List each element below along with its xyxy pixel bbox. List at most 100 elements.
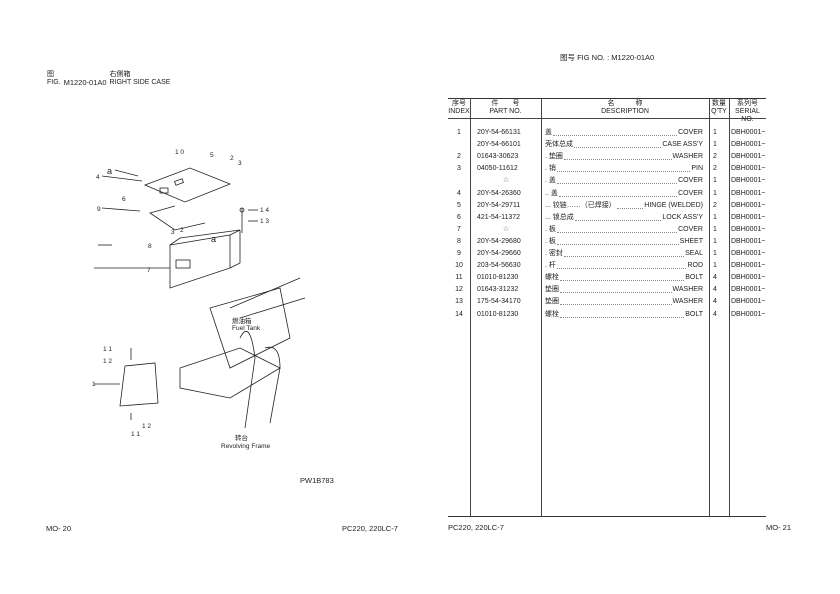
row-part-no: ☆: [502, 177, 510, 185]
row-desc-cn: . 板: [545, 237, 556, 245]
header-serial-cn: 系列号: [737, 100, 758, 107]
callout-1: 1: [92, 381, 96, 388]
row-desc-cn: . 盖: [545, 177, 556, 185]
row-desc-en: PIN: [691, 165, 703, 173]
col-divider: [709, 98, 710, 517]
header-index: 序号 INDEX: [448, 100, 470, 116]
row-index: 2: [457, 153, 461, 161]
fuel-tank-label-cn: 燃油箱: [232, 316, 252, 325]
row-desc-cn: . 密封: [545, 250, 563, 257]
row-desc-en: WASHER: [672, 286, 703, 294]
row-desc-cn: 螺栓: [545, 310, 559, 318]
callout-7: 7: [147, 267, 151, 274]
row-serial: DBH0001~: [731, 177, 766, 185]
revolving-frame: [179, 347, 281, 399]
row-part-no: 20Y-54-29711: [477, 201, 521, 209]
case-part-7: [169, 234, 231, 289]
callout-2: 2: [230, 155, 234, 162]
leader-dots: [553, 127, 678, 136]
row-serial: DBH0001~: [731, 262, 766, 270]
row-desc-en: COVER: [678, 177, 703, 185]
fig-no-label: 图号 FIG NO. :: [560, 53, 610, 62]
row-description: . 销 PIN: [545, 163, 703, 175]
row-index: 10: [455, 262, 463, 270]
row-desc-cn: ... 铰链……（已焊接）: [545, 201, 616, 209]
exploded-parts-diagram: 1 0 5 2 3 a 4 6 9 1 4 1 3 3 2 a 8 7 1 1 …: [92, 149, 306, 450]
leader-dots: [556, 260, 687, 270]
row-desc-cn: 壳体总成: [545, 141, 573, 149]
row-serial: DBH0001~: [731, 129, 766, 136]
row-qty: 1: [713, 237, 717, 245]
row-index: 3: [457, 165, 461, 173]
row-qty: 2: [713, 153, 717, 161]
row-part-no: 20Y-54-29660: [477, 250, 521, 257]
row-qty: 1: [713, 225, 717, 233]
row-desc-cn: .. 盖: [545, 189, 558, 197]
row-index: 5: [457, 201, 461, 209]
table-top-rule: [448, 98, 766, 99]
row-part-no: 20Y-54-66131: [477, 129, 521, 136]
leader-dots: [560, 296, 672, 306]
row-qty: 1: [713, 262, 717, 270]
row-desc-cn: 垫圈: [545, 298, 559, 306]
fig-no-value: M1220-01A0: [611, 53, 655, 62]
row-description: ... 铰链……（已焊接）HINGE (WELDED): [545, 200, 703, 212]
table-bottom-rule: [448, 516, 766, 517]
callout-5: 5: [210, 152, 214, 159]
leader-dots: [556, 163, 691, 173]
row-serial: DBH0001~: [731, 298, 766, 306]
row-qty: 1: [713, 189, 717, 197]
row-desc-cn: 螺栓: [545, 274, 559, 282]
row-serial: DBH0001~: [731, 286, 766, 294]
lock-part-6: [159, 187, 169, 194]
row-index: 12: [455, 286, 463, 294]
row-part-no: 20Y-54-26360: [477, 189, 521, 197]
header-part-cn: 件 号: [491, 100, 520, 107]
header-part-en: PART NO.: [489, 108, 522, 115]
callout-8: 8: [148, 243, 152, 250]
row-serial: DBH0001~: [731, 201, 766, 209]
row-part-no: 421-54-11372: [477, 213, 521, 221]
row-desc-cn: . 板: [545, 225, 556, 233]
row-desc-en: CASE ASS'Y: [662, 141, 703, 149]
header-desc-cn: 名 称: [607, 100, 643, 107]
header-qty: 数量 Q'TY: [709, 100, 729, 116]
row-desc-en: COVER: [678, 129, 703, 136]
row-qty: 1: [713, 141, 717, 149]
leader-dots: [560, 309, 685, 318]
callout-9: 9: [97, 206, 101, 213]
table-row: 5 20Y-54-29711 ... 铰链……（已焊接）HINGE (WELDED)…: [448, 200, 766, 212]
row-qty: 4: [713, 298, 717, 306]
row-qty: 4: [713, 310, 717, 318]
callout-13: 1 3: [260, 218, 269, 225]
callout-a2: a: [211, 234, 216, 244]
leader-dots: [556, 236, 679, 245]
row-description: 壳体总成 CASE ASS'Y: [545, 139, 703, 151]
row-desc-cn: . 销: [545, 165, 556, 173]
leader-dots: [574, 212, 662, 221]
row-qty: 1: [713, 177, 717, 185]
row-index: 4: [457, 189, 461, 197]
header-serial: 系列号 SERIAL NO.: [729, 100, 766, 124]
seal-part-9: [149, 205, 206, 231]
row-qty: 1: [713, 129, 717, 136]
callout-10: 1 0: [175, 149, 184, 156]
frame-label-en: Revolving Frame: [221, 443, 271, 450]
row-serial: DBH0001~: [731, 225, 766, 233]
header-desc: 名 称 DESCRIPTION: [541, 100, 709, 116]
row-desc-en: LOCK ASS'Y: [662, 213, 703, 221]
row-desc-cn: 盖: [545, 129, 552, 136]
